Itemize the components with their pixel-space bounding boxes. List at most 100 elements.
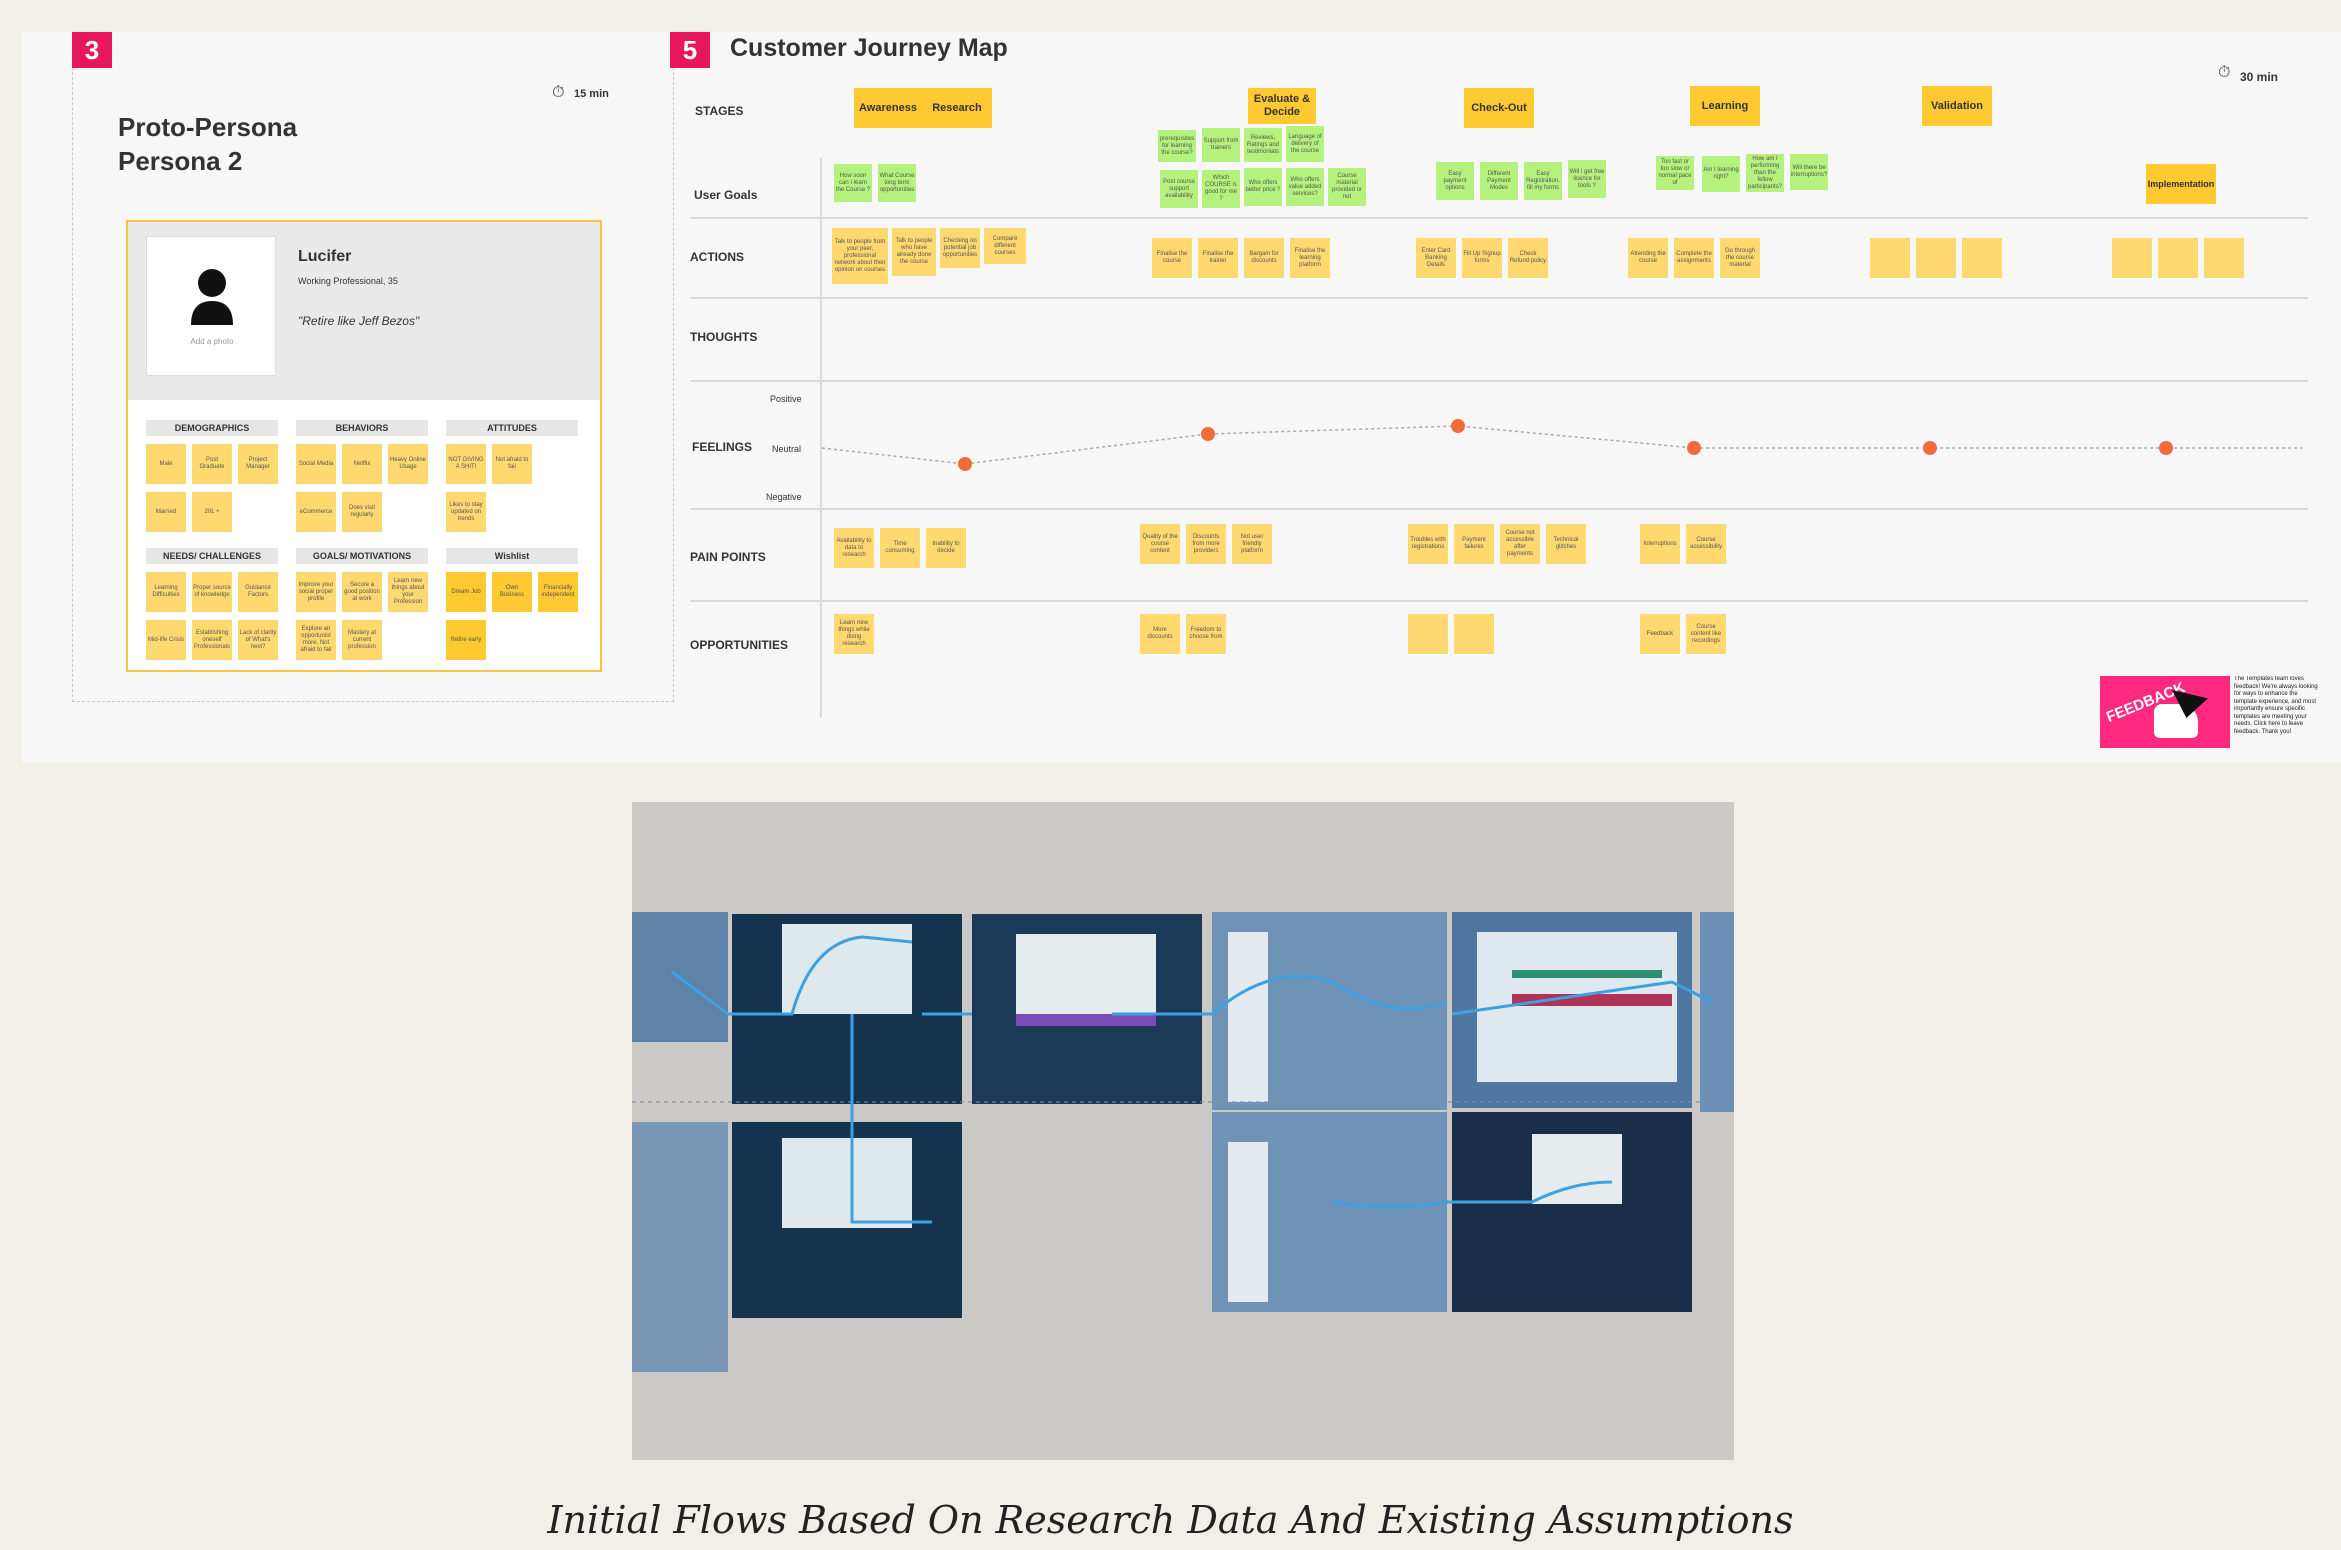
sticky-note[interactable]: Project Manager xyxy=(238,444,278,484)
user-goal-note[interactable]: Will I get free licence for tools ? xyxy=(1568,160,1606,198)
sticky-note[interactable]: Own Business xyxy=(492,572,532,612)
sticky-note[interactable]: Guidance Factors xyxy=(238,572,278,612)
user-goal-note[interactable]: Language of delivery of the course xyxy=(1286,126,1324,162)
sticky-note[interactable]: Explore an opportunist more. Not afraid … xyxy=(296,620,336,660)
sticky-note[interactable]: Married xyxy=(146,492,186,532)
sticky-note[interactable]: Likes to stay updated on trends xyxy=(446,492,486,532)
action-note[interactable]: Talk to people from your peer, professio… xyxy=(832,228,888,284)
user-goal-note[interactable]: Course material provided or not xyxy=(1328,168,1366,206)
user-goal-note[interactable]: Will there be interruptions? xyxy=(1790,154,1828,190)
pain-point-note[interactable]: Availability to data to research xyxy=(834,528,874,568)
feeling-dot[interactable] xyxy=(1201,427,1215,441)
pain-point-note[interactable]: Course not accessible after payments xyxy=(1500,524,1540,564)
pain-point-note[interactable]: Discounts from more providers xyxy=(1186,524,1226,564)
user-goal-note[interactable]: Am I learning right? xyxy=(1702,156,1740,192)
sticky-note[interactable]: Establishing oneself Professionals xyxy=(192,620,232,660)
user-goal-note[interactable]: Who offers value added services? xyxy=(1286,168,1324,206)
user-goal-note[interactable]: Too fast or too slow or normal pace of xyxy=(1656,156,1694,190)
user-goal-note[interactable]: Who offers better price ? xyxy=(1244,168,1282,206)
sticky-note[interactable]: Dream Job xyxy=(446,572,486,612)
empty-action-note[interactable] xyxy=(2158,238,2198,278)
pain-point-note[interactable]: Not user friendly platform xyxy=(1232,524,1272,564)
action-note[interactable]: Finalise the course xyxy=(1152,238,1192,278)
user-goal-note[interactable]: Support from trainers xyxy=(1202,128,1240,162)
user-goal-note[interactable]: Easy Registration, fill my forms xyxy=(1524,162,1562,200)
pain-point-note[interactable]: Time consuming xyxy=(880,528,920,568)
sticky-note[interactable]: Proper source of knowledge xyxy=(192,572,232,612)
action-note[interactable]: Talk to people who have already done the… xyxy=(892,228,936,276)
sticky-note[interactable]: Mid-life Crisis xyxy=(146,620,186,660)
user-goal-note[interactable]: Post course support availability xyxy=(1160,170,1198,208)
stage-implementation[interactable]: Implementation xyxy=(2146,164,2216,204)
stage-learning[interactable]: Learning xyxy=(1690,86,1760,126)
user-goal-note[interactable]: What Course long term opportunities xyxy=(878,164,916,202)
feeling-dot[interactable] xyxy=(1451,419,1465,433)
stage-validation[interactable]: Validation xyxy=(1922,86,1992,126)
feedback-banner[interactable]: FEEDBACK xyxy=(2100,676,2230,748)
opportunity-note[interactable]: Freedom to choose from xyxy=(1186,614,1226,654)
sticky-note[interactable]: Improve your social proper profile xyxy=(296,572,336,612)
action-note[interactable]: Enter Card Banking Details xyxy=(1416,238,1456,278)
pain-point-note[interactable]: Quality of the course content xyxy=(1140,524,1180,564)
sticky-note[interactable]: Mastery at current profession xyxy=(342,620,382,660)
sticky-note[interactable]: Netflix xyxy=(342,444,382,484)
sticky-note[interactable]: Secure a good position at work xyxy=(342,572,382,612)
feeling-dot[interactable] xyxy=(1923,441,1937,455)
feeling-dot[interactable] xyxy=(2159,441,2173,455)
action-note[interactable]: Attending the course xyxy=(1628,238,1668,278)
pain-point-note[interactable]: Inability to decide xyxy=(926,528,966,568)
user-goal-note[interactable]: How soon can I learn the Course ? xyxy=(834,164,872,202)
sticky-note[interactable]: Learning Difficulties xyxy=(146,572,186,612)
opportunity-note[interactable]: Feedback xyxy=(1640,614,1680,654)
opportunity-note[interactable]: Learn new things while doing research xyxy=(834,614,874,654)
user-goal-note[interactable]: Reviews, Ratings and testimonials xyxy=(1244,128,1282,162)
pain-point-note[interactable]: Technical glitches xyxy=(1546,524,1586,564)
empty-action-note[interactable] xyxy=(2112,238,2152,278)
action-note[interactable]: Check Refund policy xyxy=(1508,238,1548,278)
action-note[interactable]: Fill Up Signup forms xyxy=(1462,238,1502,278)
sticky-note[interactable]: Not afraid to fail xyxy=(492,444,532,484)
feeling-dot[interactable] xyxy=(1687,441,1701,455)
sticky-note[interactable]: Does visit regularly xyxy=(342,492,382,532)
action-note[interactable]: Finalise the learning platform xyxy=(1290,238,1330,278)
sticky-note[interactable]: eCommerce xyxy=(296,492,336,532)
pain-point-note[interactable]: Troubles with registrations xyxy=(1408,524,1448,564)
feeling-dot[interactable] xyxy=(958,457,972,471)
action-note[interactable]: Complete the assignments xyxy=(1674,238,1714,278)
action-note[interactable]: Compare different courses xyxy=(984,228,1026,264)
empty-action-note[interactable] xyxy=(2204,238,2244,278)
empty-action-note[interactable] xyxy=(1870,238,1910,278)
sticky-note[interactable]: NOT GIVING A SHIT! xyxy=(446,444,486,484)
empty-opportunity-note[interactable] xyxy=(1408,614,1448,654)
stage-research[interactable]: Research xyxy=(922,88,992,128)
pain-point-note[interactable]: Payment failures xyxy=(1454,524,1494,564)
sticky-note[interactable]: Male xyxy=(146,444,186,484)
empty-action-note[interactable] xyxy=(1916,238,1956,278)
photo-placeholder[interactable]: Add a photo xyxy=(146,236,276,376)
sticky-note[interactable]: 20L + xyxy=(192,492,232,532)
action-note[interactable]: Bargain for discounts xyxy=(1244,238,1284,278)
user-goal-note[interactable]: Which COURSE is good for me ? xyxy=(1202,170,1240,208)
empty-opportunity-note[interactable] xyxy=(1454,614,1494,654)
action-note[interactable]: Checking on potential job opportunities xyxy=(940,228,980,268)
pain-point-note[interactable]: Interruptions xyxy=(1640,524,1680,564)
sticky-note[interactable]: Retire early xyxy=(446,620,486,660)
sticky-note[interactable]: Financially independent xyxy=(538,572,578,612)
sticky-note[interactable]: Social Media xyxy=(296,444,336,484)
opportunity-note[interactable]: Course content like recordings xyxy=(1686,614,1726,654)
stage-check-out[interactable]: Check-Out xyxy=(1464,88,1534,128)
user-goal-note[interactable]: How am I performing than the fellow part… xyxy=(1746,154,1784,192)
empty-action-note[interactable] xyxy=(1962,238,2002,278)
user-goal-note[interactable]: prerequisites for learning the course? xyxy=(1158,130,1196,162)
user-goal-note[interactable]: Easy payment options xyxy=(1436,162,1474,200)
user-goal-note[interactable]: Different Payment Modes xyxy=(1480,162,1518,200)
action-note[interactable]: Go through the course material xyxy=(1720,238,1760,278)
sticky-note[interactable]: Learn new things about your Profession xyxy=(388,572,428,612)
pain-point-note[interactable]: Course accessibility xyxy=(1686,524,1726,564)
stage-awareness[interactable]: Awareness xyxy=(854,88,922,128)
stage-evaluate-decide[interactable]: Evaluate & Decide xyxy=(1248,88,1316,124)
action-note[interactable]: Finalise the trainer xyxy=(1198,238,1238,278)
sticky-note[interactable]: Heavy Online Usage xyxy=(388,444,428,484)
opportunity-note[interactable]: More discounts xyxy=(1140,614,1180,654)
sticky-note[interactable]: Lack of clarity of What's next? xyxy=(238,620,278,660)
